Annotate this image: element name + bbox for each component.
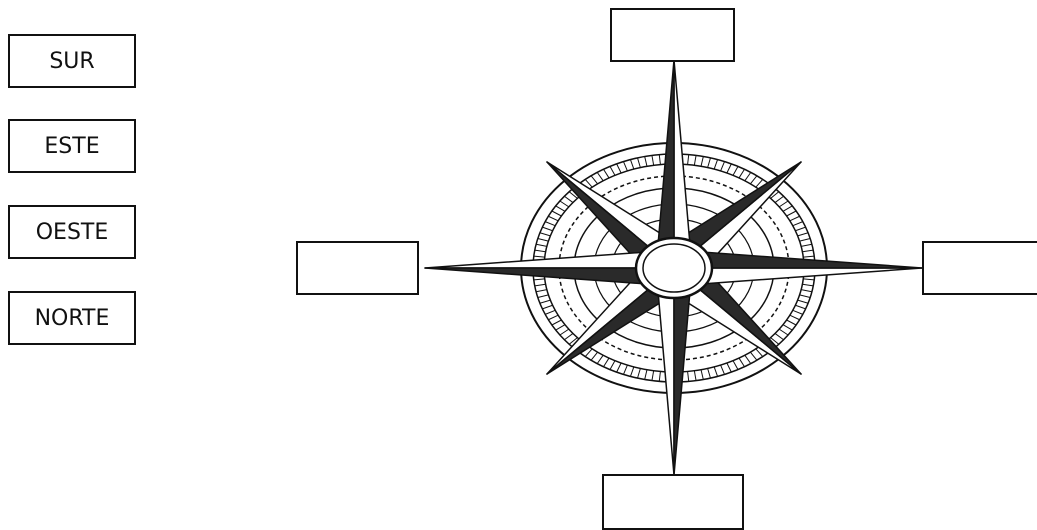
compass-tick xyxy=(787,320,797,325)
compass-tick xyxy=(659,155,660,165)
compass-tick xyxy=(542,227,552,231)
compass-tick xyxy=(630,160,633,170)
compass-tick xyxy=(783,206,792,211)
compass-tick xyxy=(542,305,552,309)
compass-tick xyxy=(727,164,731,173)
compass-tick xyxy=(630,367,633,377)
answer-box-north[interactable] xyxy=(610,8,735,62)
compass-tick xyxy=(535,250,546,252)
compass-tick xyxy=(591,352,597,360)
compass-tick xyxy=(659,371,660,381)
compass-tick xyxy=(733,361,738,370)
compass-center-inner xyxy=(643,244,705,292)
compass-tick xyxy=(538,295,549,298)
compass-tick xyxy=(802,284,813,286)
compass-tick xyxy=(535,284,546,286)
compass-tick xyxy=(617,164,621,173)
compass-tick xyxy=(790,216,800,221)
compass-tick xyxy=(793,222,803,226)
compass-tick xyxy=(534,256,545,257)
compass-tick xyxy=(798,300,808,303)
compass-tick xyxy=(597,355,603,363)
compass-tick xyxy=(536,290,547,292)
compass-tick xyxy=(545,222,555,226)
compass-tick xyxy=(800,238,811,241)
compass-tick xyxy=(745,355,751,363)
compass-tick xyxy=(645,370,647,380)
compass-tick xyxy=(800,295,811,298)
compass-tick xyxy=(694,371,696,381)
compass-tick xyxy=(538,238,549,241)
compass-tick xyxy=(556,325,565,330)
compass-tick xyxy=(775,196,784,202)
compass-tick xyxy=(556,206,565,211)
compass-tick xyxy=(739,169,745,178)
compass-tick xyxy=(795,227,805,231)
compass-tick xyxy=(694,155,696,165)
compass-tick xyxy=(638,158,641,168)
compass-tick xyxy=(623,365,627,374)
compass-tick xyxy=(779,201,788,207)
compass-tick xyxy=(708,158,711,168)
compass-tick xyxy=(783,325,792,330)
compass-tick xyxy=(540,233,550,236)
compass-tick xyxy=(540,300,550,303)
compass-tick xyxy=(701,370,703,380)
answer-box-west[interactable] xyxy=(296,241,419,295)
compass-tick xyxy=(727,363,731,372)
compass-tick xyxy=(548,216,558,221)
compass-tick xyxy=(652,371,654,381)
compass-tick xyxy=(708,368,711,378)
compass-tick xyxy=(714,367,717,377)
compass-tick xyxy=(560,201,569,207)
compass-tick xyxy=(714,160,717,170)
compass-tick xyxy=(779,329,788,335)
compass-tick xyxy=(790,315,800,320)
compass-tick xyxy=(739,358,745,367)
compass-tick xyxy=(638,368,641,378)
compass-tick xyxy=(801,244,812,246)
compass-tick xyxy=(803,279,814,280)
compass-tick xyxy=(591,176,597,184)
compass-tick xyxy=(803,256,814,257)
compass-tick xyxy=(787,211,797,216)
compass-tick xyxy=(610,361,615,370)
compass-tick xyxy=(701,156,703,166)
compass-tick xyxy=(564,196,573,202)
compass-tick xyxy=(721,162,725,171)
compass-tick xyxy=(721,365,725,374)
compass-tick xyxy=(536,244,547,246)
compass-tick xyxy=(775,333,784,339)
compass-tick xyxy=(564,333,573,339)
compass-tick xyxy=(745,172,751,180)
compass-tick xyxy=(623,162,627,171)
compass-tick xyxy=(560,329,569,335)
compass-tick xyxy=(688,155,689,165)
compass-tick xyxy=(750,352,756,360)
compass-tick xyxy=(801,290,812,292)
answer-box-east[interactable] xyxy=(922,241,1037,295)
compass-tick xyxy=(645,156,647,166)
compass-tick xyxy=(617,363,621,372)
compass-tick xyxy=(534,279,545,280)
compass-tick xyxy=(652,155,654,165)
compass-tick xyxy=(795,305,805,309)
compass-tick xyxy=(604,169,610,178)
compass-tick xyxy=(552,211,562,216)
compass-tick xyxy=(548,315,558,320)
compass-tick xyxy=(793,310,803,314)
compass-tick xyxy=(545,310,555,314)
compass-tick xyxy=(802,250,813,252)
compass-tick xyxy=(750,176,756,184)
compass-tick xyxy=(597,172,603,180)
compass-tick xyxy=(688,371,689,381)
compass-tick xyxy=(610,166,615,175)
compass-tick xyxy=(798,233,808,236)
compass-tick xyxy=(733,166,738,175)
answer-box-south[interactable] xyxy=(602,474,744,530)
compass-tick xyxy=(604,358,610,367)
compass-tick xyxy=(552,320,562,325)
